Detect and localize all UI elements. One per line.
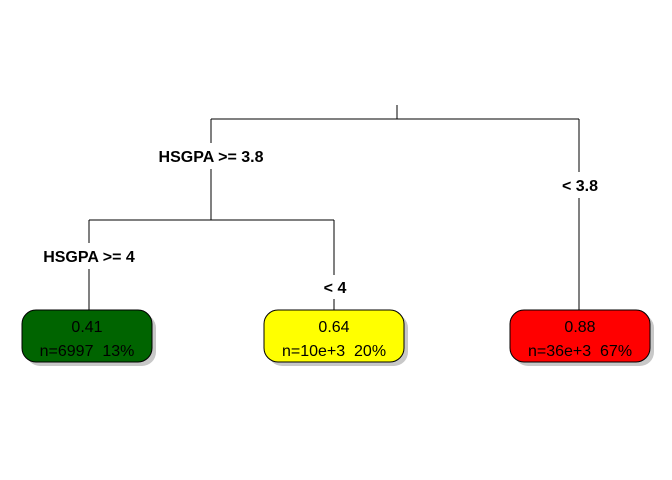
split-labels: HSGPA >= 3.8 < 3.8 HSGPA >= 4 < 4 [29, 143, 605, 299]
leaf-node: 0.88 n=36e+3 67% [509, 309, 654, 366]
leaf-node: 0.41 n=6997 13% [21, 309, 156, 366]
node-right-split-label: < 4 [324, 280, 347, 297]
root-right-split-label: < 3.8 [562, 178, 598, 195]
leaf-stats: n=36e+3 67% [528, 343, 632, 360]
leaf-value: 0.64 [318, 319, 349, 336]
root-left-split-label: HSGPA >= 3.8 [159, 149, 264, 166]
leaf-value: 0.41 [71, 319, 102, 336]
leaf-nodes: 0.41 n=6997 13% 0.64 n=10e+3 20% 0.88 n=… [21, 309, 654, 366]
leaf-value: 0.88 [564, 319, 595, 336]
leaf-stats: n=6997 13% [40, 343, 135, 360]
leaf-node: 0.64 n=10e+3 20% [263, 309, 408, 366]
node-left-split-label: HSGPA >= 4 [43, 249, 135, 266]
leaf-stats: n=10e+3 20% [282, 343, 386, 360]
